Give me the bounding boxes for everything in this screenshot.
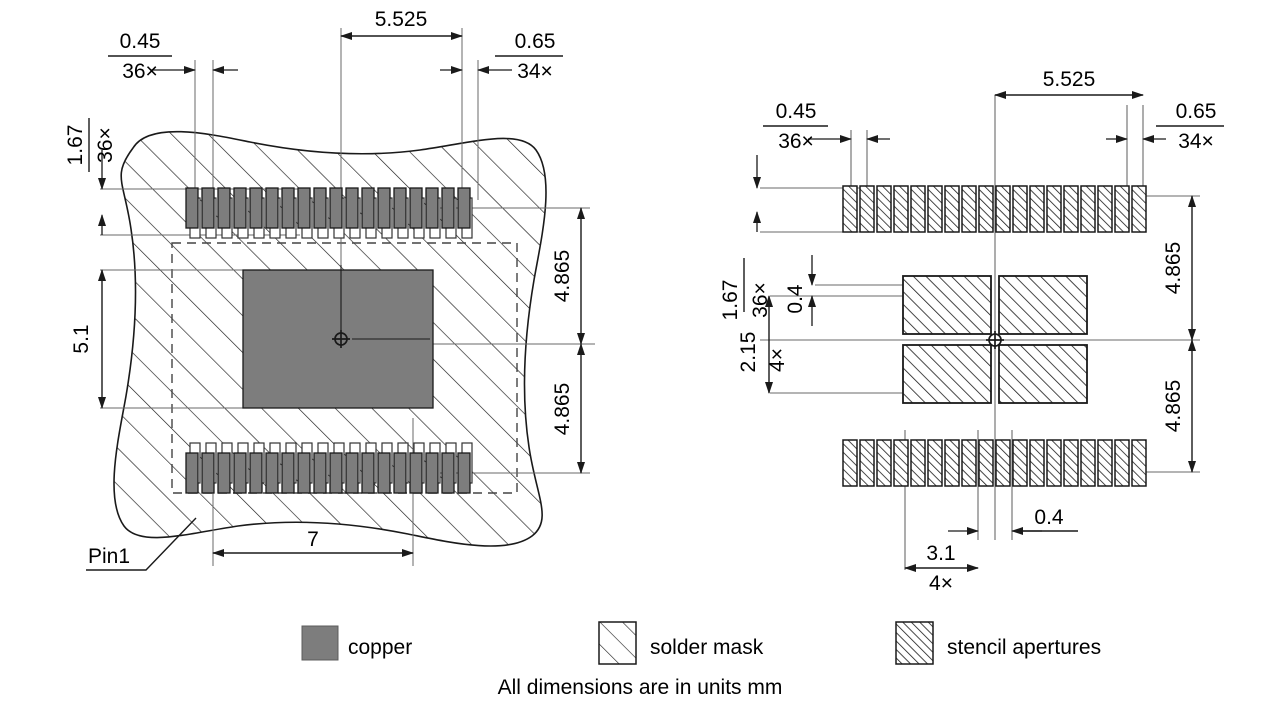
dim-label-04-vertical: 0.4 <box>784 284 807 314</box>
legend-label-copper: copper <box>348 636 412 659</box>
dim-label-4865-right-lower: 4.865 <box>1162 380 1185 433</box>
copper-pads-bottom <box>185 452 471 494</box>
dim-left-bottom-7: 7 <box>212 528 414 557</box>
dim-right-4865-lower: 4.865 <box>1162 339 1196 473</box>
dim-qty-36x-left-top: 36× <box>122 60 158 83</box>
dim-right-4865-upper: 4.865 <box>1162 195 1196 341</box>
dim-label-065-right: 0.65 <box>1176 100 1217 123</box>
dim-label-4865-left-lower: 4.865 <box>551 383 574 436</box>
dim-label-065-left: 0.65 <box>515 30 556 53</box>
left-top-pad-row <box>185 187 473 239</box>
dim-qty-36x-left-side: 36× <box>94 127 117 163</box>
dim-left-4865-upper: 4.865 <box>551 207 585 345</box>
dim-left-065: 0.65 34× <box>440 30 563 83</box>
dim-label-31: 3.1 <box>926 542 955 565</box>
dim-label-04-horizontal: 0.4 <box>1034 506 1064 529</box>
dim-left-51: 5.1 <box>70 269 106 409</box>
dim-label-4865-left-upper: 4.865 <box>551 250 574 303</box>
dim-label-51-left: 5.1 <box>70 324 93 353</box>
keepout-dashed-rect <box>171 242 518 494</box>
dim-qty-34x-left-top: 34× <box>517 60 553 83</box>
left-view-group: 5.525 0.45 36× 0.65 34× 1.67 36× <box>64 8 595 571</box>
legend-swatch-solder-mask <box>598 621 637 665</box>
dim-label-5525-left: 5.525 <box>375 8 428 31</box>
dim-qty-34x-right-top: 34× <box>1178 130 1214 153</box>
dim-qty-4x-31: 4× <box>929 572 953 595</box>
dim-label-7: 7 <box>307 528 319 551</box>
dim-right-045: 0.45 36× <box>763 100 890 153</box>
right-top-aperture-row <box>842 185 1147 233</box>
center-aperture-top-left <box>902 275 992 335</box>
legend-label-stencil-apertures: stencil apertures <box>947 636 1101 659</box>
dim-right-215: 2.15 4× <box>737 295 789 394</box>
center-aperture-bottom-left <box>902 344 992 404</box>
dim-qty-36x-right-top: 36× <box>778 130 814 153</box>
dim-right-065: 0.65 34× <box>1106 100 1224 153</box>
right-view-group: 5.525 0.45 36× 0.65 34× 1.67 36× <box>719 68 1224 595</box>
dim-right-31: 3.1 4× <box>904 542 979 595</box>
dim-label-215: 2.15 <box>737 332 760 373</box>
right-center-apertures <box>902 275 1088 404</box>
copper-pads-top <box>185 187 471 229</box>
dim-left-top-span: 5.525 <box>340 8 463 40</box>
pin1-label: Pin1 <box>88 545 130 568</box>
dim-right-04-horizontal: 0.4 <box>948 506 1078 535</box>
dim-label-045-left: 0.45 <box>120 30 161 53</box>
pin1-callout: Pin1 <box>86 517 197 571</box>
dim-label-167-right: 1.67 <box>719 280 742 321</box>
left-center-mark <box>332 265 430 348</box>
dim-label-4865-right-upper: 4.865 <box>1162 242 1185 295</box>
dim-label-045-right: 0.45 <box>776 100 817 123</box>
center-aperture-bottom-right <box>998 344 1088 404</box>
dim-left-4865-lower: 4.865 <box>551 343 585 474</box>
units-note: All dimensions are in units mm <box>498 676 783 699</box>
left-bottom-pad-row <box>185 442 473 494</box>
dim-label-167-left: 1.67 <box>64 125 87 166</box>
legend-label-solder-mask: solder mask <box>650 636 764 659</box>
dim-label-5525-right: 5.525 <box>1043 68 1096 91</box>
right-center-mark <box>986 331 1004 349</box>
dim-left-167: 1.67 36× <box>64 118 117 235</box>
dim-left-045: 0.45 36× <box>108 30 238 83</box>
legend-swatch-stencil <box>895 621 934 665</box>
dim-right-167: 1.67 36× <box>719 155 772 320</box>
solder-mask-outline <box>113 130 547 547</box>
legend-swatch-copper <box>301 625 339 661</box>
dim-right-top-span: 5.525 <box>994 68 1144 99</box>
dim-qty-4x-215: 4× <box>766 348 789 372</box>
dim-right-04-vertical: 0.4 <box>784 255 816 326</box>
legend: copper solder mask stencil apertures <box>301 621 1101 665</box>
center-aperture-top-right <box>998 275 1088 335</box>
right-bottom-aperture-row <box>842 439 1147 487</box>
